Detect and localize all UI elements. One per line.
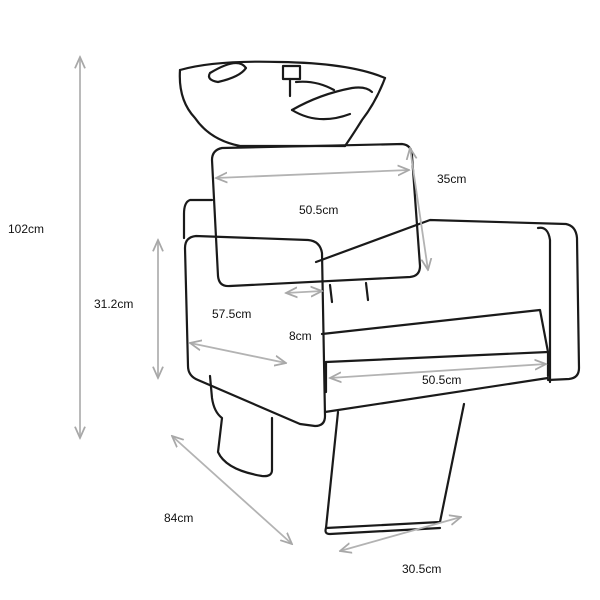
label-seat-width: 50.5cm	[422, 373, 462, 387]
seat-cushion	[320, 308, 550, 364]
wash-basin	[178, 60, 387, 148]
label-total-height: 102cm	[8, 222, 45, 236]
label-backrest-height: 35cm	[437, 172, 467, 186]
chair-outline	[178, 60, 581, 536]
dimension-lines	[80, 57, 546, 551]
right-armrest	[314, 218, 581, 384]
label-base-width: 30.5cm	[402, 562, 442, 576]
rear-panel	[182, 198, 214, 240]
label-backrest-width: 50.5cm	[299, 203, 339, 217]
label-seat-depth: 57.5cm	[212, 307, 252, 321]
dim-line-backrest-height	[410, 148, 428, 270]
dim-line-total-depth	[172, 436, 292, 544]
left-armrest	[183, 234, 327, 428]
label-armrest-width: 8cm	[289, 329, 312, 343]
seat-post	[328, 281, 370, 304]
dim-line-base-width	[340, 517, 461, 551]
dim-line-armrest-width	[286, 291, 322, 293]
label-seat-height: 31.2cm	[94, 297, 134, 311]
label-total-depth: 84cm	[164, 511, 194, 525]
dim-line-seat-depth	[190, 343, 286, 363]
dim-line-seat-width	[330, 364, 546, 378]
dim-line-backrest-width	[216, 170, 409, 178]
chair-base	[208, 374, 466, 536]
